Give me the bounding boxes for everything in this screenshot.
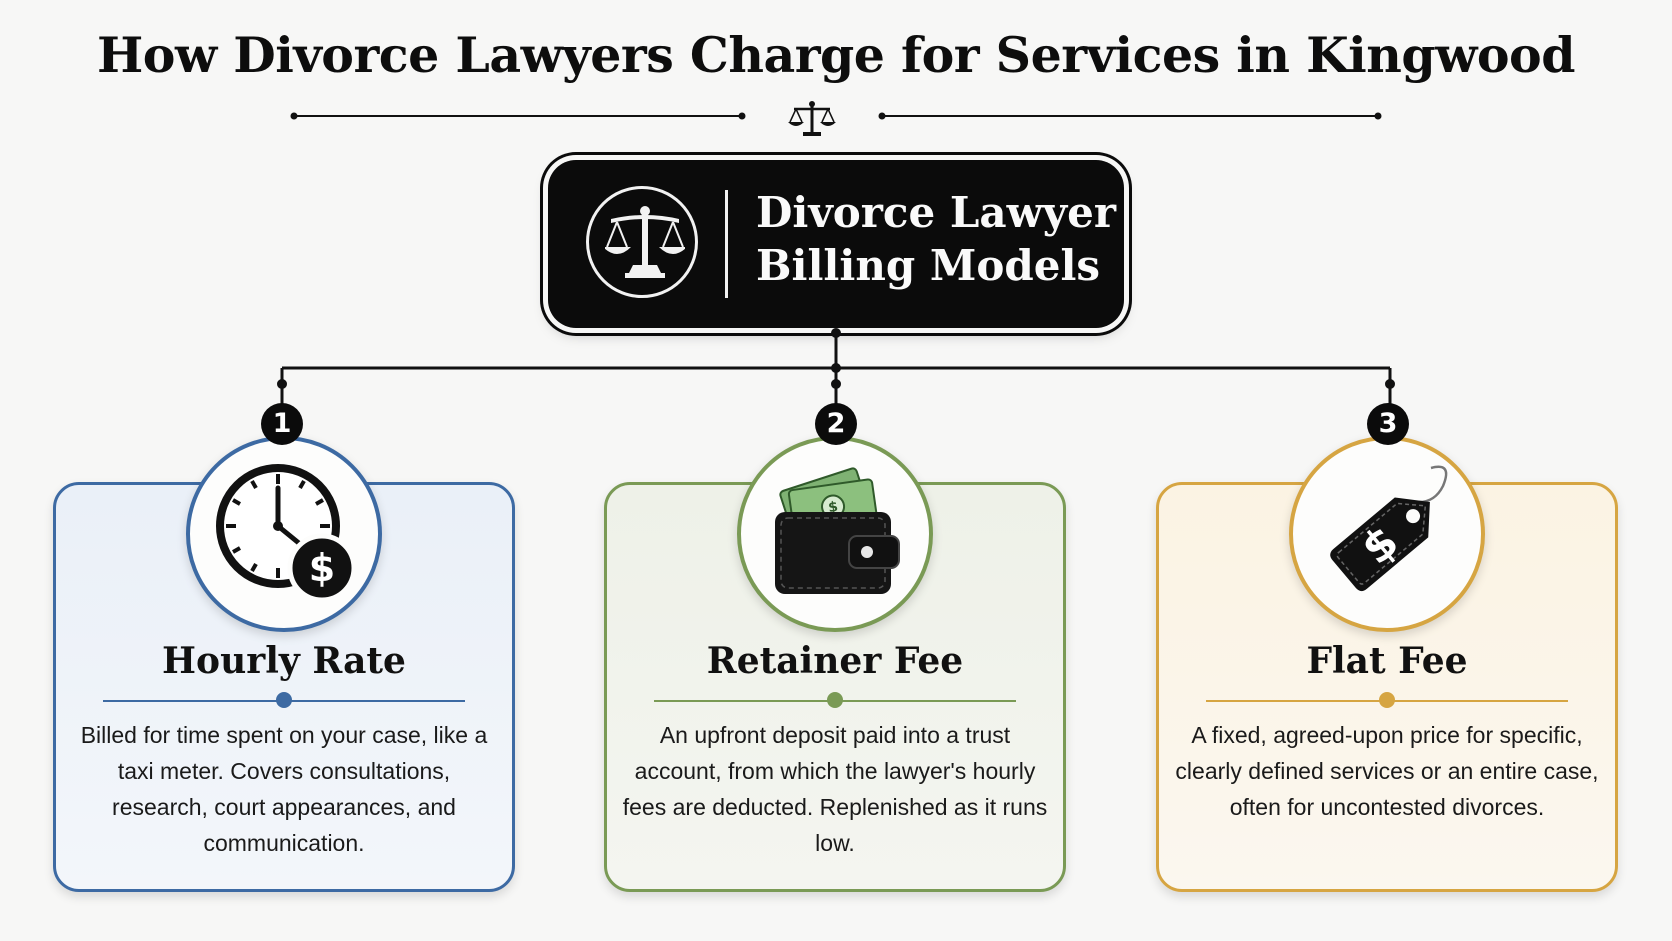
flat-fee-dot xyxy=(1379,692,1395,708)
hourly-rate-title: Hourly Rate xyxy=(162,640,406,682)
wallet-cash-icon: $ xyxy=(775,467,900,594)
flat-fee-icon-circle: $ xyxy=(1289,436,1485,632)
hub-title-line-2: Billing Models xyxy=(756,241,1101,290)
flat-fee-description: A fixed, agreed-upon price for specific,… xyxy=(1175,722,1599,820)
hub-title-line-1: Divorce Lawyer xyxy=(756,188,1116,237)
retainer-fee-dot xyxy=(827,692,843,708)
svg-text:$: $ xyxy=(309,546,335,590)
step-badge-1: 1 xyxy=(261,403,303,445)
step-badge-2: 2 xyxy=(815,403,857,445)
retainer-fee-icon-circle: $ xyxy=(737,436,933,632)
retainer-fee-description: An upfront deposit paid into a trust acc… xyxy=(622,722,1048,856)
hub-icon-circle xyxy=(586,186,698,298)
price-tag-icon: $ xyxy=(1330,465,1448,592)
small-scales-icon xyxy=(788,101,836,136)
hourly-rate-dot xyxy=(276,692,292,708)
svg-text:$: $ xyxy=(827,499,839,516)
hourly-rate-icon-circle: $ xyxy=(186,436,382,632)
page-title: How Divorce Lawyers Charge for Services … xyxy=(97,26,1576,84)
hub-title: Divorce Lawyer Billing Models xyxy=(756,186,1116,292)
hub-separator xyxy=(725,190,728,298)
hourly-rate-description: Billed for time spent on your case, like… xyxy=(80,722,488,856)
retainer-fee-title: Retainer Fee xyxy=(706,640,964,682)
clock-dollar-icon: $ xyxy=(216,464,357,603)
flat-fee-title: Flat Fee xyxy=(1306,640,1468,682)
billing-models-hub: Divorce Lawyer Billing Models xyxy=(548,160,1124,328)
step-badge-3: 3 xyxy=(1367,403,1409,445)
title-divider xyxy=(290,101,1382,136)
scales-of-justice-icon xyxy=(605,206,685,278)
